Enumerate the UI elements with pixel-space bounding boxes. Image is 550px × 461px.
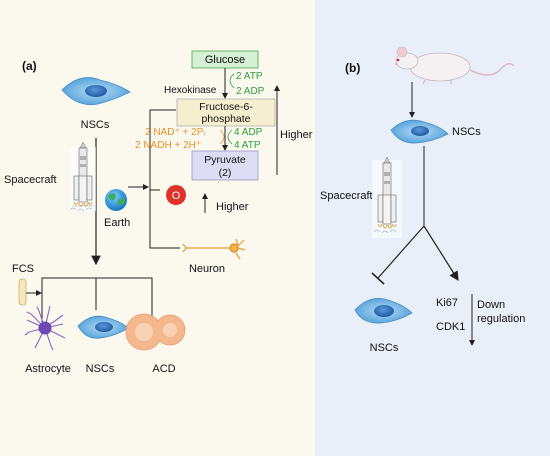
neuron-icon	[182, 238, 246, 260]
nscs-top-label: NSCs	[81, 119, 110, 131]
nsc-b-bottom-icon	[354, 297, 413, 324]
pyruvate-line2: (2)	[219, 167, 232, 179]
f6p-line1: Fructose-6-	[199, 101, 253, 113]
nsc-cell-icon	[61, 77, 131, 106]
spacecraft-b-label: Spacecraft	[320, 190, 373, 202]
nscs-bottom-label: NSCs	[86, 363, 115, 375]
nad-label: 2 NAD⁺ + 2Pᵢ	[145, 127, 205, 138]
nscs-b-top-label: NSCs	[452, 126, 481, 138]
atp-out-label: 4 ATP	[234, 140, 261, 151]
glycolysis-higher-label: Higher	[280, 129, 313, 141]
cdk1-label: CDK1	[436, 321, 465, 333]
bottom-bracket	[41, 277, 153, 322]
earth-label: Earth	[104, 217, 130, 229]
nscs-b-bottom-label: NSCs	[370, 342, 399, 354]
nsc-cell-b-icon	[390, 119, 449, 144]
spacecraft-label: Spacecraft	[4, 174, 57, 186]
fcs-label: FCS	[12, 263, 34, 275]
pyruvate-line1: Pyruvate	[204, 154, 246, 166]
neuron-label: Neuron	[189, 263, 225, 275]
adp-in-label: 4 ADP	[234, 127, 263, 138]
inhibition-line	[377, 225, 425, 279]
f6p-box	[176, 98, 276, 127]
fcs-tube-icon	[18, 278, 27, 306]
nadh-label: 2 NADH + 2H⁺	[135, 140, 201, 151]
nsc-bottom-icon	[77, 315, 129, 339]
panel-a-label: (a)	[22, 59, 37, 73]
oxygen-icon-letter: O	[172, 190, 181, 202]
inhibition-bar	[371, 272, 385, 285]
ki67-label: Ki67	[436, 297, 458, 309]
panel-a-background	[0, 0, 315, 456]
regulation-label: regulation	[477, 313, 525, 325]
acd-icon	[125, 313, 186, 351]
spacecraft-b-icon	[372, 156, 402, 238]
oxygen-icon: O	[166, 185, 186, 205]
branch-bracket	[149, 109, 180, 249]
nad-curve	[219, 129, 225, 145]
hexokinase-label: Hexokinase	[164, 85, 217, 96]
atp-in-label: 2 ATP	[236, 71, 263, 82]
glucose-label: Glucose	[205, 54, 245, 66]
acd-label: ACD	[152, 363, 175, 375]
pyruvate-box	[191, 150, 259, 181]
astrocyte-label: Astrocyte	[25, 363, 71, 375]
mouse-icon	[395, 46, 515, 85]
panel-b-label: (b)	[345, 61, 360, 75]
spacecraft-icon	[69, 141, 96, 212]
o2-higher-label: Higher	[216, 201, 249, 213]
adp-out-label: 2 ADP	[236, 86, 265, 97]
astrocyte-icon	[24, 305, 66, 351]
down-label: Down	[477, 299, 505, 311]
adp-atp-curve	[227, 129, 233, 145]
ki67-arrow	[423, 225, 459, 282]
f6p-line2: phosphate	[201, 113, 250, 125]
earth-icon	[105, 189, 127, 211]
atp-adp-curve	[229, 73, 235, 89]
